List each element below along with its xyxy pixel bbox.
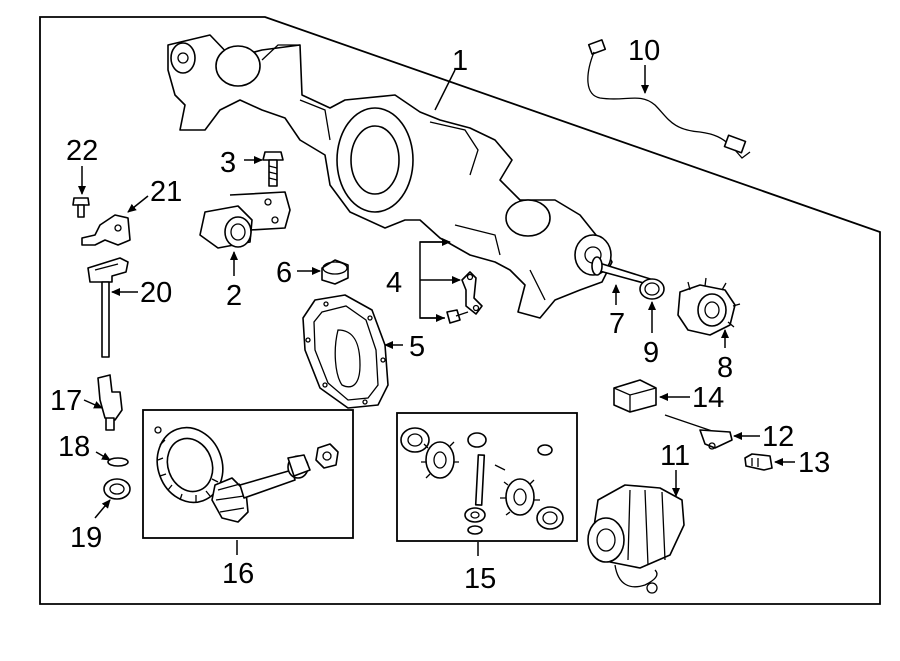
callout-3: 3 (220, 147, 236, 179)
brake-line-bracket[interactable] (461, 271, 483, 315)
ring-and-pinion-gears[interactable] (147, 418, 339, 523)
ring-pinion-kit-box (142, 409, 354, 539)
axle-housing[interactable] (167, 34, 613, 319)
differential-gears[interactable] (400, 427, 564, 535)
callout-16: 16 (222, 558, 254, 590)
callout-6: 6 (276, 257, 292, 289)
callout-7: 7 (609, 308, 625, 340)
callout-17: 17 (50, 385, 82, 417)
callout-9: 9 (643, 337, 659, 369)
sensor-bracket[interactable] (81, 214, 131, 246)
electrical-connector[interactable] (613, 379, 657, 413)
callout-20: 20 (140, 277, 172, 309)
differential-gear-kit-box (396, 412, 578, 542)
callout-10: 10 (628, 35, 660, 67)
abs-sensor-wire[interactable] (587, 39, 751, 159)
o-ring[interactable] (107, 457, 129, 467)
differential-cover[interactable] (302, 294, 389, 409)
callout-2: 2 (226, 280, 242, 312)
bolt-22[interactable] (72, 197, 90, 218)
callout-12: 12 (762, 421, 794, 453)
callout-13: 13 (798, 447, 830, 479)
callout-18: 18 (58, 431, 90, 463)
callout-8: 8 (717, 352, 733, 384)
axle-seal[interactable] (639, 278, 665, 300)
callout-19: 19 (70, 522, 102, 554)
callout-21: 21 (150, 176, 182, 208)
bracket-bolt[interactable] (446, 309, 469, 324)
callout-4: 4 (386, 267, 402, 299)
locker-actuator-bracket[interactable] (664, 414, 733, 450)
callout-1: 1 (452, 45, 468, 77)
callout-11: 11 (660, 440, 690, 472)
fill-plug[interactable] (321, 259, 349, 285)
callout-5: 5 (409, 331, 425, 363)
callout-22: 22 (66, 135, 98, 167)
wheel-hub[interactable] (677, 277, 741, 336)
control-arm-bushing[interactable] (199, 191, 291, 249)
bolt-13[interactable] (744, 453, 773, 471)
vent-tube[interactable] (87, 257, 129, 358)
bolt-3[interactable] (262, 151, 284, 187)
pinion-seal[interactable] (103, 478, 131, 500)
diagram-frame (39, 16, 881, 605)
callout-14: 14 (692, 382, 724, 414)
differential-case[interactable] (587, 484, 685, 594)
speed-sensor[interactable] (97, 374, 123, 431)
callout-15: 15 (464, 563, 496, 595)
